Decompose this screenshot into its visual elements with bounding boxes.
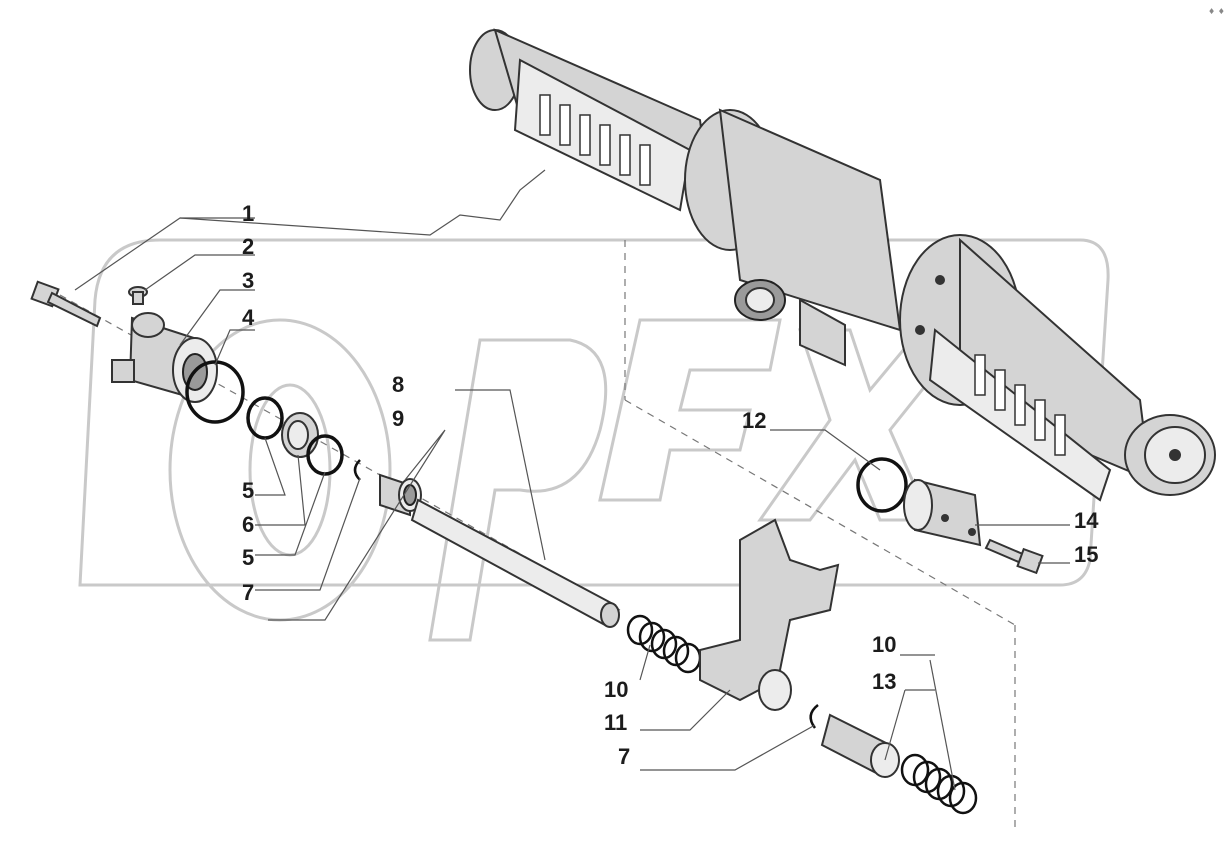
part-6-piston [281,412,319,458]
axle-housing [469,28,1216,502]
part-15-bolt [984,538,1044,575]
callout-14: 14 [1074,508,1099,533]
part-11-shift-fork [699,518,840,711]
part-2-plug [128,286,148,305]
callout-12: 12 [742,408,766,433]
part-3-cylinder-housing [111,312,218,403]
part-9-sleeve [379,473,422,517]
callout-7-right: 7 [618,744,630,769]
callout-10-left: 10 [604,677,628,702]
part-10-spring-a [626,614,702,674]
part-7-circlip-b [809,704,819,729]
part-5-o-ring-b [306,434,344,476]
part-7-circlip-a [353,459,361,481]
leader-lines [74,217,1070,791]
callout-6: 6 [242,512,254,537]
callout-5-upper: 5 [242,478,254,503]
callout-2: 2 [242,234,254,259]
corner-mark: ♦ ♦ [1208,7,1225,16]
callout-5-lower: 5 [242,545,254,570]
part-12-o-ring [856,457,908,513]
callout-3: 3 [242,268,254,293]
callout-4: 4 [242,305,255,330]
section-break-line [179,169,546,236]
callout-10-right: 10 [872,632,896,657]
part-8-shaft [410,498,620,628]
callout-11: 11 [604,710,627,735]
part-10-spring-b [900,753,978,815]
callout-1: 1 [242,201,254,226]
callout-13: 13 [872,669,896,694]
part-14-cover [903,478,982,547]
callout-labels: 1 2 3 4 5 6 5 7 8 9 12 14 15 10 11 7 10 … [242,201,1099,769]
part-13-sleeve [820,713,900,778]
callout-9: 9 [392,406,404,431]
callout-7-left: 7 [242,580,254,605]
callout-8: 8 [392,372,404,397]
part-1-bolt [30,280,102,328]
part-4-o-ring [185,360,245,424]
callout-15: 15 [1074,542,1098,567]
